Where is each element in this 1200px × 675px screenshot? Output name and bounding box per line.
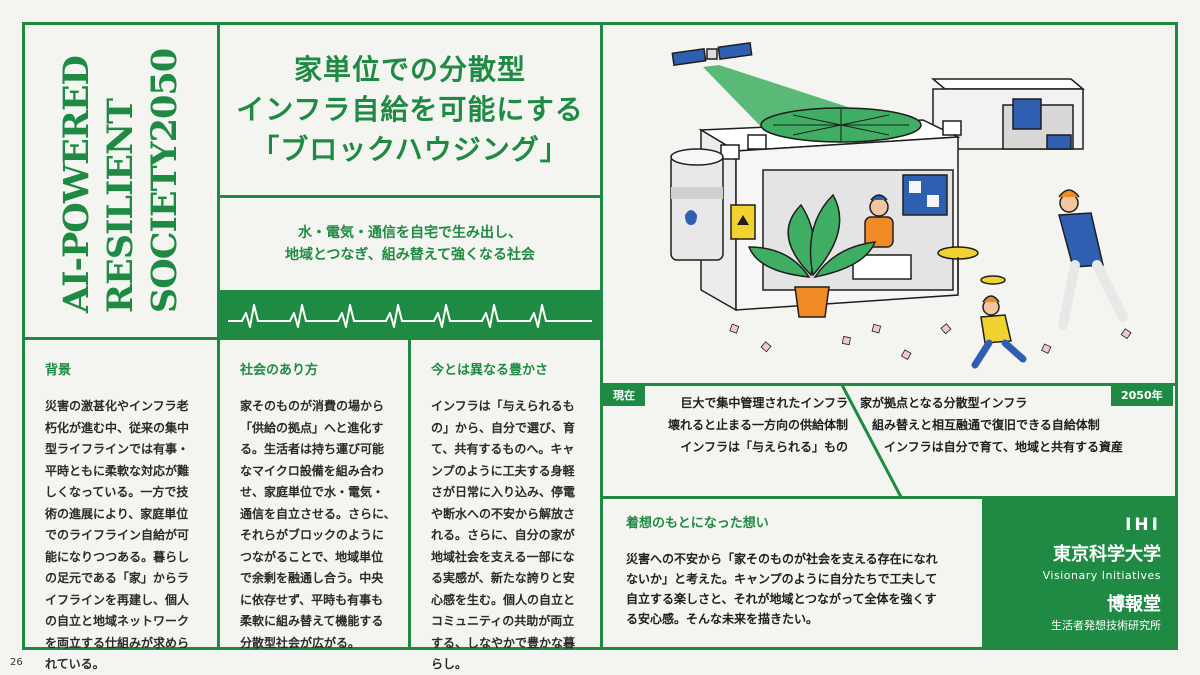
subheadline-line: 水・電気・通信を自宅で生み出し、: [298, 225, 522, 241]
column-line: 型ライフラインでは有事・: [45, 442, 190, 456]
block-housing-illustration: [670, 41, 1132, 369]
column-line: 災害の激甚化やインフラ老: [45, 399, 189, 413]
divider: [600, 25, 603, 650]
column-heading: 社会のあり方: [240, 363, 319, 378]
column-line: 術の進展により、家庭単位: [45, 506, 189, 521]
page-number: 26: [10, 657, 23, 668]
now-list: 巨大で集中管理されたインフラ 壊れると止まる一方向の供給体制 インフラは「与えら…: [600, 392, 848, 458]
column-line: なマイクロ設備を組み合わ: [240, 463, 384, 478]
column-line: 平時ともに柔軟な対応が難: [45, 463, 190, 478]
column-line: コミュニティの共助が両立: [431, 614, 575, 628]
water-tank: [670, 154, 724, 261]
plant-icon: [747, 193, 877, 318]
column-line: イフラインを再建し、個人: [45, 592, 190, 607]
column-line: 能になりつつある。暮らし: [45, 549, 190, 564]
heartbeat-band: [220, 293, 600, 337]
headline-line: インフラ自給を可能にする: [236, 93, 584, 126]
column-line: の足元である「家」からラ: [45, 571, 189, 585]
child-icon: [971, 295, 1027, 369]
background-column: 背景 災害の激甚化やインフラ老 朽化が進む中、従来の集中 型ライフラインでは有事…: [25, 343, 217, 671]
column-line: する、しなやかで豊かな暮: [431, 635, 576, 650]
column-line: せ、家庭単位で水・電気・: [240, 485, 385, 499]
future-list: 家が拠点となる分散型インフラ 組み替えと相互融通で復旧できる自給体制 インフラは…: [860, 392, 1150, 458]
vertical-title-line: RESILIENT: [100, 98, 141, 314]
column-line: 分散型社会が広がる。: [240, 635, 361, 650]
column-line: 朽化が進む中、従来の集中: [45, 420, 190, 435]
headline-line: 「ブロックハウジング」: [251, 133, 569, 166]
column-line: て、共有するものへ。キャ: [431, 442, 575, 456]
column-line: 通信を自立させる。さらに、: [240, 506, 396, 521]
column-line: 地域社会を支える一部にな: [431, 549, 575, 564]
vertical-title: AI-POWERED RESILIENT SOCIETY2050: [25, 25, 217, 337]
now-label: 現在: [603, 386, 645, 406]
column-line: インフラは「与えられるも: [431, 399, 575, 413]
future-item: 組み替えと相互融通で復旧できる自給体制: [872, 418, 1100, 432]
subheadline-line: 地域とつなぎ、組み替えて強くなる社会: [284, 247, 536, 263]
column-line: 心感を生む。個人の自立と: [431, 592, 576, 607]
column-line: 家そのものが消費の場から: [240, 399, 385, 413]
society-column: 社会のあり方 家そのものが消費の場から 「供給の拠点」へと進化す る。生活者は持…: [220, 343, 408, 650]
divider: [217, 337, 220, 650]
diagonal-divider: [839, 383, 903, 498]
column-line: それらがブロックのように: [240, 528, 385, 542]
divider: [217, 25, 220, 337]
column-line: しくなっている。一方で技: [45, 485, 189, 499]
petal-decoration: [729, 323, 1132, 361]
page-frame: AI-POWERED RESILIENT SOCIETY2050 家単位での分散…: [22, 22, 1178, 671]
divider: [603, 383, 1178, 386]
column-line: 柔軟に組み替えて機能する: [240, 614, 384, 628]
column-heading: 背景: [45, 363, 72, 378]
column-line: や断水への不安から解放さ: [431, 506, 576, 521]
vertical-title-line: SOCIETY2050: [144, 48, 185, 314]
now-item: 壊れると止まる一方向の供給体制: [667, 418, 848, 432]
now-item: 巨大で集中管理されたインフラ: [680, 396, 848, 410]
person-icon: [1058, 189, 1128, 330]
column-line: つながることで、地域単位: [240, 549, 384, 564]
column-line: る。生活者は持ち運び可能: [240, 442, 385, 456]
column-heading: 今とは異なる豊かさ: [431, 363, 549, 378]
column-line: らし。: [431, 657, 468, 671]
column-line: れる。さらに、自分の家が: [431, 528, 575, 542]
column-line: を両立する仕組みが求めら: [45, 635, 190, 650]
column-line: る実感が、新たな誇りと安: [431, 571, 575, 585]
column-line: さが日常に入り込み、停電: [431, 485, 576, 499]
divider: [408, 337, 411, 650]
headline: 家単位での分散型 インフラ自給を可能にする 「ブロックハウジング」: [220, 25, 600, 195]
future-item: 家が拠点となる分散型インフラ: [860, 396, 1028, 410]
column-line: れている。: [45, 657, 105, 671]
divider: [603, 496, 1178, 499]
wealth-column: 今とは異なる豊かさ インフラは「与えられるも の」から、自分で選び、育 て、共有…: [411, 343, 600, 671]
future-label: 2050年: [1111, 386, 1173, 406]
heartbeat-icon: [228, 304, 592, 328]
divider: [25, 337, 600, 340]
divider: [220, 290, 600, 293]
column-line: の自立と地域ネットワーク: [45, 614, 190, 628]
column-line: の」から、自分で選び、育: [431, 420, 576, 435]
now-item: インフラは「与えられる」もの: [680, 440, 848, 454]
future-item: インフラは自分で育て、地域と共有する資産: [884, 440, 1124, 454]
column-line: ンプのように工夫する身軽: [431, 463, 575, 478]
vertical-title-line: AI-POWERED: [56, 56, 97, 314]
column-line: 「供給の拠点」へと進化す: [240, 420, 384, 435]
headline-line: 家単位での分散型: [293, 53, 526, 86]
subheadline: 水・電気・通信を自宅で生み出し、 地域とつなぎ、組み替えて強くなる社会: [220, 198, 600, 290]
satellite-icon: [671, 41, 753, 67]
column-line: に依存せず、平時も有事も: [240, 592, 384, 607]
divider: [220, 195, 600, 198]
column-line: で余剰を融通し合う。中央: [240, 571, 384, 585]
column-line: でのライフライン自給が可: [45, 528, 190, 542]
